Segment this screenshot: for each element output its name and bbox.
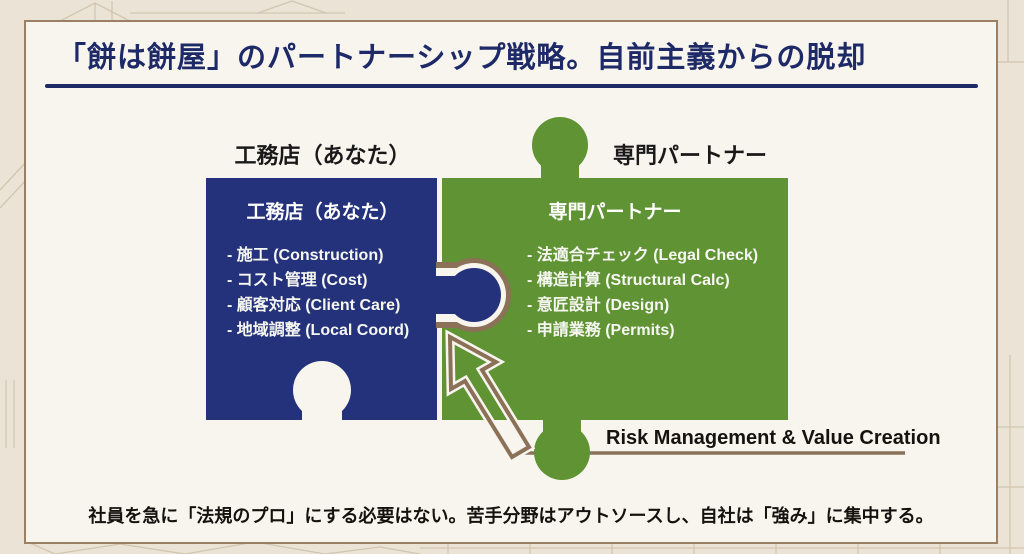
- blue-puzzle-piece: [206, 178, 437, 421]
- puzzle-joint-knob: [436, 258, 511, 332]
- capability-item: - 法適合チェック (Legal Check): [527, 247, 759, 264]
- capability-item: - 意匠設計 (Design): [527, 297, 670, 314]
- left-column-label: 工務店（あなた）: [234, 143, 411, 168]
- capability-item: - 顧客対応 (Client Care): [227, 297, 401, 314]
- green-piece-bottom-knob: [534, 418, 590, 480]
- capability-item: - 施工 (Construction): [227, 247, 384, 264]
- footer-note: 社員を急に「法規のプロ」にする必要はない。苦手分野はアウトソースし、自社は「強み…: [88, 506, 934, 526]
- blue-piece-header: 工務店（あなた）: [246, 202, 399, 223]
- capability-item: - 申請業務 (Permits): [527, 322, 675, 339]
- capability-item: - 構造計算 (Structural Calc): [527, 272, 730, 289]
- title-underline: [45, 84, 978, 88]
- capability-item: - 地域調整 (Local Coord): [227, 322, 410, 339]
- blue-piece-item-list: - 施工 (Construction) - コスト管理 (Cost) - 顧客対…: [227, 243, 409, 343]
- right-column-label: 専門パートナー: [612, 143, 767, 168]
- arrow-icon: [445, 329, 536, 464]
- green-piece-item-list: - 法適合チェック (Legal Check) - 構造計算 (Structur…: [527, 243, 758, 343]
- callout-label: Risk Management & Value Creation: [606, 427, 941, 449]
- green-piece-header: 専門パートナー: [548, 202, 682, 223]
- capability-item: - コスト管理 (Cost): [227, 272, 368, 289]
- slide-title: 「餅は餅屋」のパートナーシップ戦略。自前主義からの脱却: [57, 42, 867, 74]
